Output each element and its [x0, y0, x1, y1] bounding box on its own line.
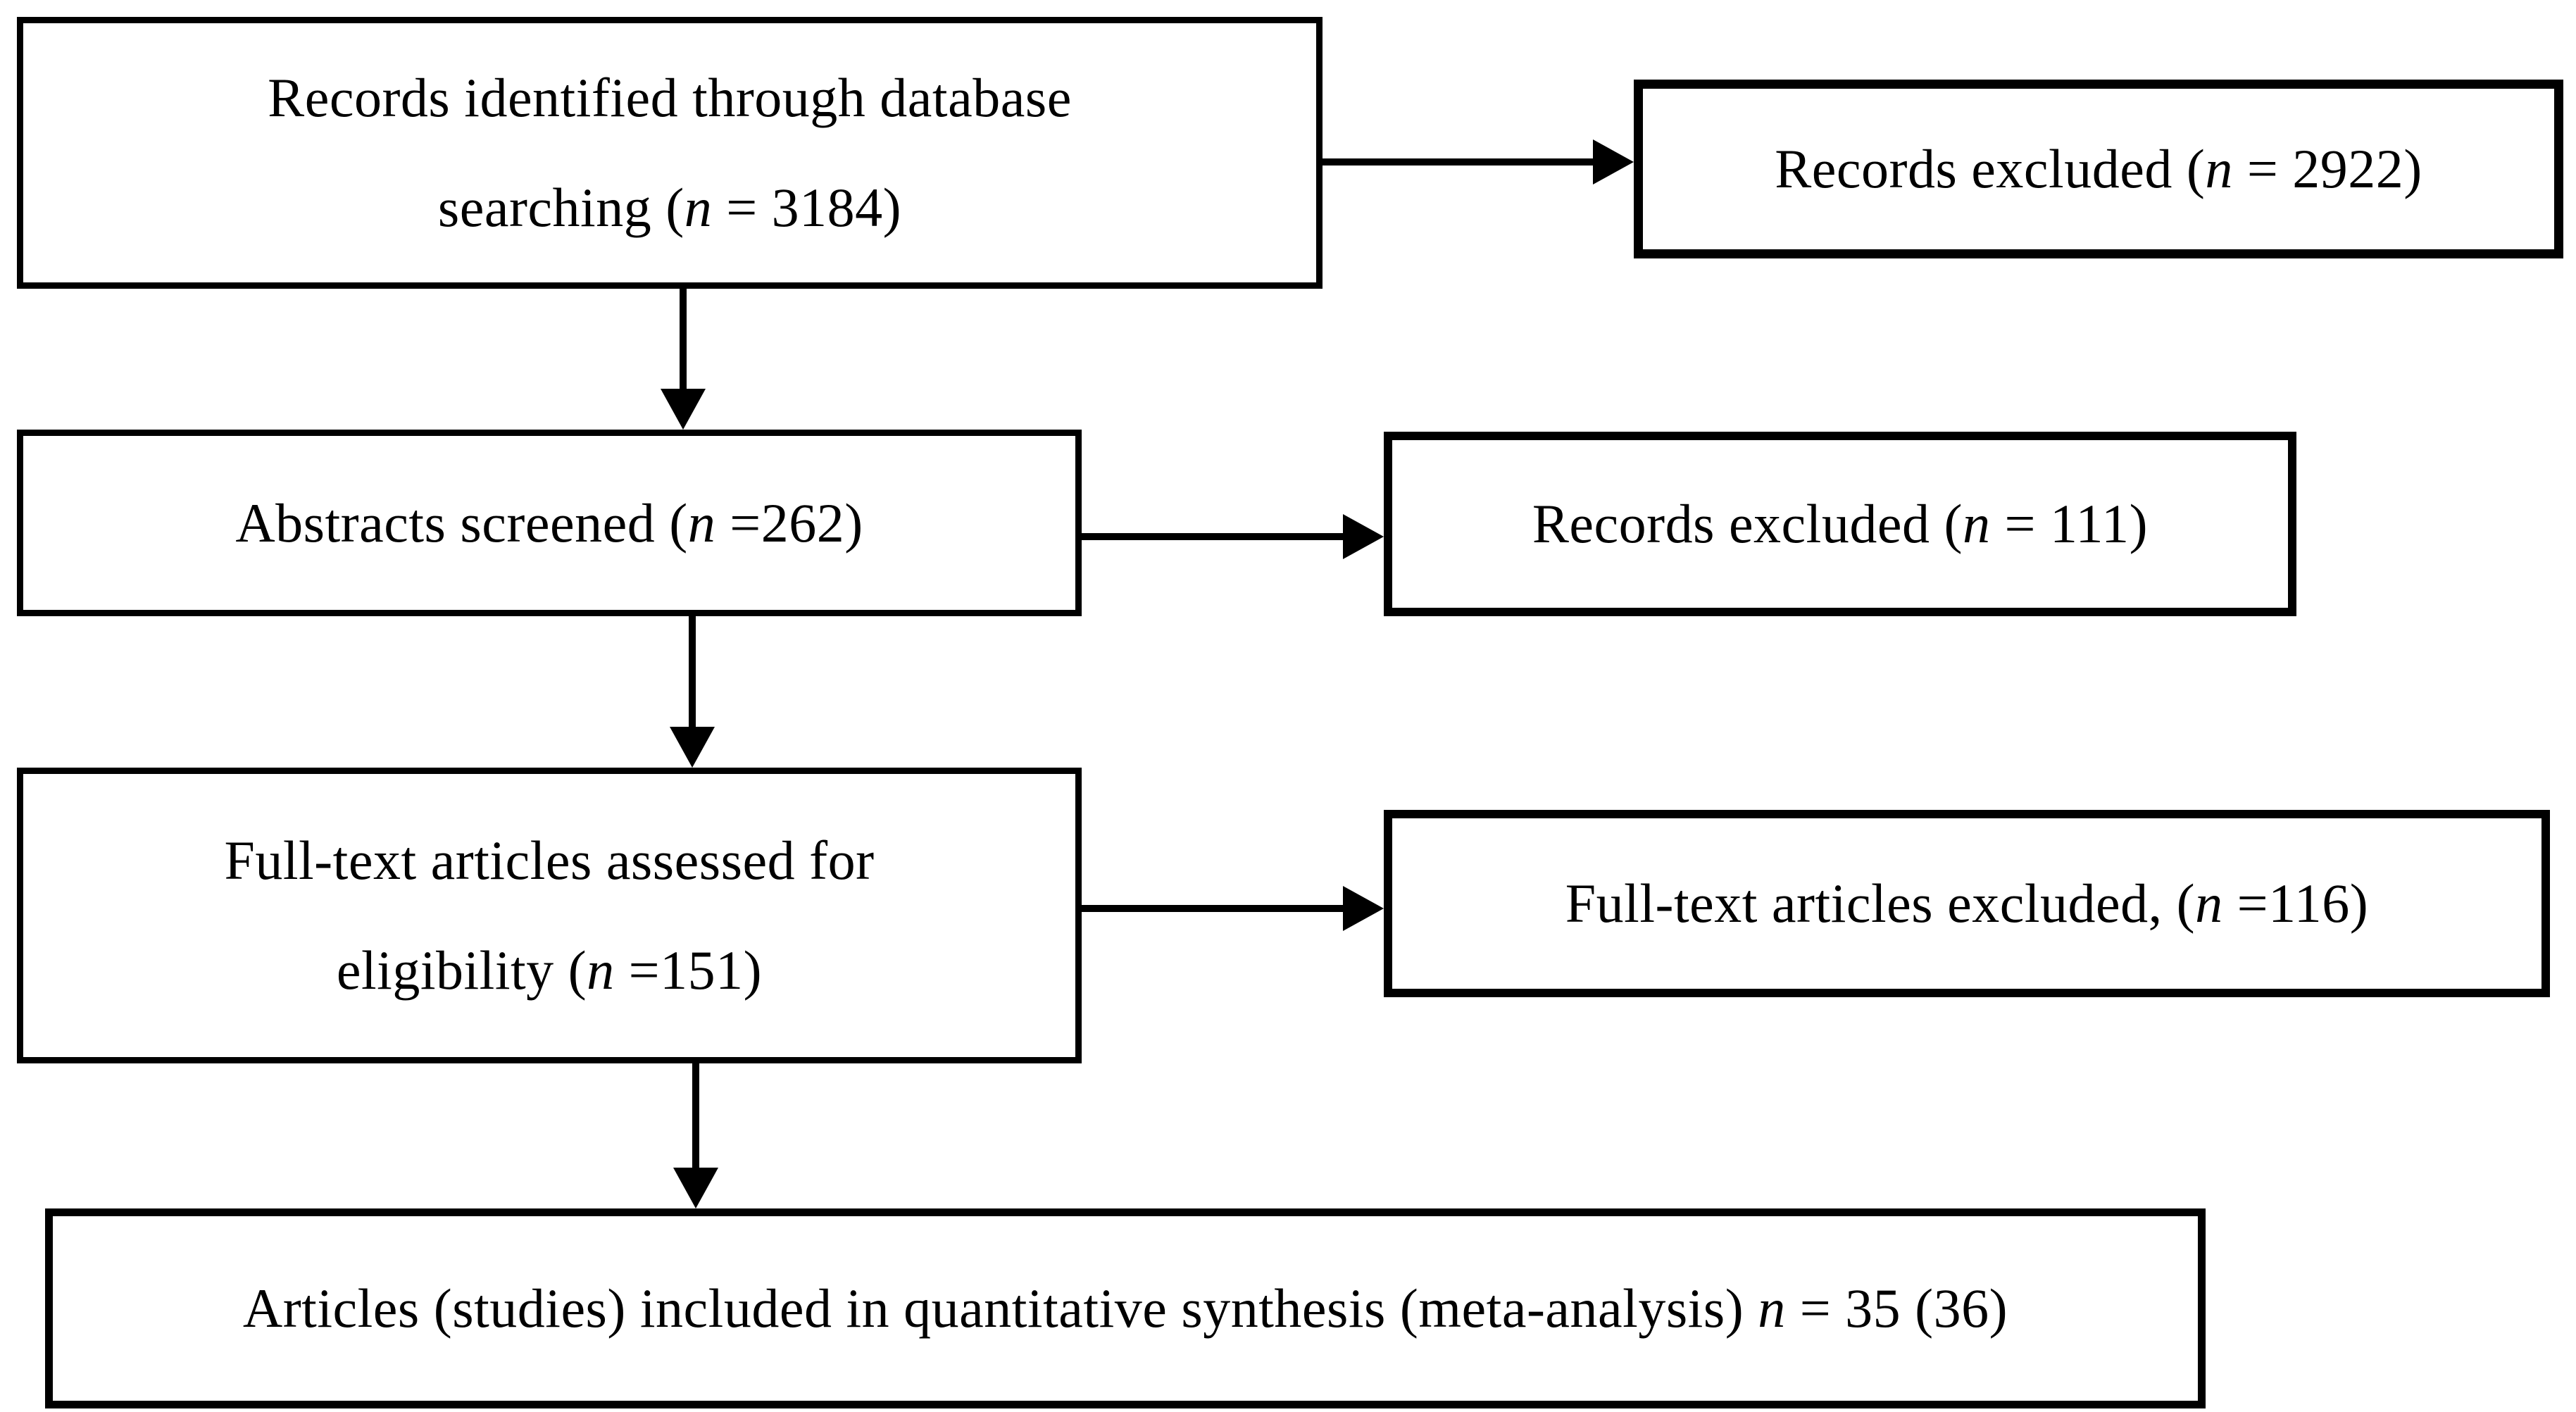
arrow-stem	[680, 289, 687, 394]
arrowhead-right-icon	[1593, 139, 1634, 185]
box-abstracts-screened: Abstracts screened (n =262)	[17, 430, 1082, 616]
box-text-line: Articles (studies) included in quantitat…	[242, 1277, 2008, 1339]
arrowhead-down-icon	[661, 389, 706, 430]
box-records-excluded-screening: Records excluded (n = 2922)	[1634, 80, 2563, 258]
arrowhead-right-icon	[1343, 514, 1384, 559]
box-text-line: Records identified through database	[268, 67, 1072, 128]
box-text-line: Full-text articles excluded, (n =116)	[1565, 873, 2369, 934]
box-included-synthesis: Articles (studies) included in quantitat…	[45, 1208, 2206, 1408]
arrowhead-down-icon	[673, 1168, 718, 1208]
box-text-line: eligibility (n =151)	[336, 939, 763, 1001]
arrow-stem	[689, 616, 696, 732]
box-text-line: Records excluded (n = 2922)	[1775, 138, 2422, 199]
box-text-line: Full-text articles assessed for	[224, 830, 875, 891]
arrow-stem	[1082, 905, 1345, 912]
box-records-identified: Records identified through database sear…	[17, 17, 1323, 289]
box-fulltext-assessed: Full-text articles assessed for eligibil…	[17, 768, 1082, 1063]
box-records-excluded-abstracts: Records excluded (n = 111)	[1384, 432, 2296, 616]
arrow-stem	[1323, 158, 1595, 165]
box-text-line: searching (n = 3184)	[437, 177, 902, 238]
box-text-line: Records excluded (n = 111)	[1532, 493, 2149, 554]
box-fulltext-excluded: Full-text articles excluded, (n =116)	[1384, 810, 2550, 997]
arrowhead-down-icon	[670, 727, 715, 768]
arrow-stem	[692, 1062, 699, 1173]
box-text-line: Abstracts screened (n =262)	[235, 492, 863, 554]
arrowhead-right-icon	[1343, 886, 1384, 931]
arrow-stem	[1082, 533, 1345, 540]
